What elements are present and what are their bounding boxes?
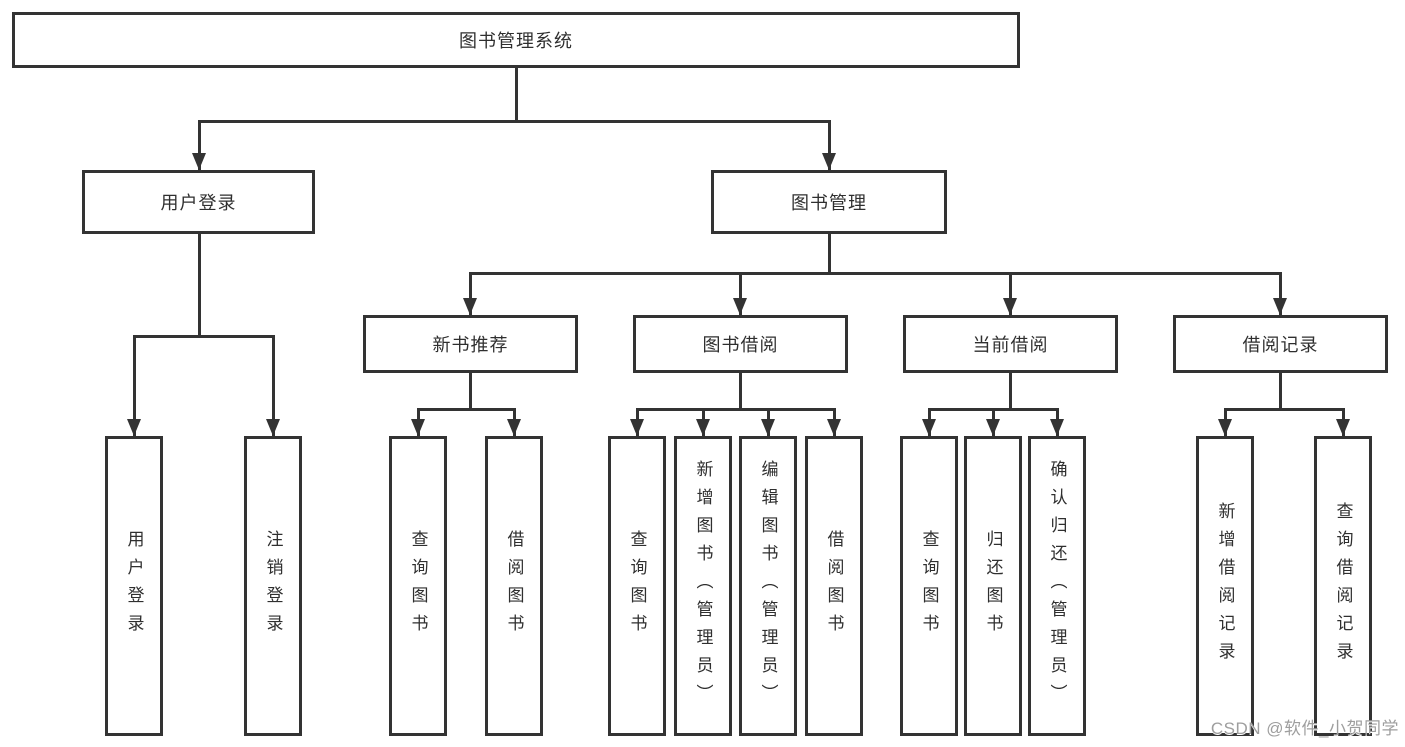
node-label: 确认归还（管理员） [1047, 460, 1067, 712]
arrowhead [1003, 298, 1017, 315]
arrowhead [922, 419, 936, 436]
node-label: 用户登录 [160, 193, 237, 213]
connector-line [198, 120, 831, 123]
arrowhead [127, 419, 141, 436]
node-book-management: 图书管理 [711, 170, 947, 234]
leaf-user-login: 用户登录 [105, 436, 163, 736]
connector-line [1224, 408, 1345, 411]
node-root: 图书管理系统 [12, 12, 1020, 68]
node-label: 注销登录 [263, 530, 283, 642]
node-label: 借阅记录 [1242, 335, 1319, 355]
connector-line [272, 335, 275, 436]
connector-line [1009, 272, 1012, 315]
connector-line [828, 120, 831, 170]
leaf-borrow-book-borrow: 借阅图书 [805, 436, 863, 736]
arrowhead [986, 419, 1000, 436]
watermark: CSDN @软件_小贺同学 [1210, 719, 1399, 738]
node-label: 用户登录 [124, 530, 144, 642]
node-label: 新书推荐 [432, 335, 509, 355]
leaf-add-borrow-record: 新增借阅记录 [1196, 436, 1254, 736]
node-label: 查询借阅记录 [1333, 502, 1353, 670]
node-label: 借阅图书 [824, 530, 844, 642]
arrowhead [1336, 419, 1350, 436]
connector-line [198, 120, 201, 170]
connector-line [739, 272, 742, 315]
connector-line [1279, 272, 1282, 315]
arrowhead [696, 419, 710, 436]
node-label: 当前借阅 [972, 335, 1049, 355]
connector-line [828, 234, 831, 272]
arrowhead [411, 419, 425, 436]
arrowhead [266, 419, 280, 436]
node-label: 借阅图书 [504, 530, 524, 642]
leaf-query-borrow-record: 查询借阅记录 [1314, 436, 1372, 736]
connector-line [515, 68, 518, 120]
leaf-confirm-return-admin: 确认归还（管理员） [1028, 436, 1086, 736]
connector-line [1009, 373, 1012, 408]
arrowhead [507, 419, 521, 436]
arrowhead [463, 298, 477, 315]
node-label: 编辑图书（管理员） [758, 460, 778, 712]
node-user-login: 用户登录 [82, 170, 315, 234]
arrowhead [630, 419, 644, 436]
arrowhead [822, 153, 836, 170]
node-current-borrow: 当前借阅 [903, 315, 1118, 373]
leaf-return-book: 归还图书 [964, 436, 1022, 736]
node-label: 查询图书 [627, 530, 647, 642]
connector-line [469, 373, 472, 408]
arrowhead [1050, 419, 1064, 436]
leaf-borrow-book-newrec: 借阅图书 [485, 436, 543, 736]
leaf-query-book-borrow: 查询图书 [608, 436, 666, 736]
node-label: 图书管理 [791, 193, 867, 213]
node-borrow-records: 借阅记录 [1173, 315, 1388, 373]
connector-line [133, 335, 275, 338]
node-label: 归还图书 [983, 530, 1003, 642]
arrowhead [1218, 419, 1232, 436]
node-new-book-recommend: 新书推荐 [363, 315, 578, 373]
arrowhead [733, 298, 747, 315]
node-label: 查询图书 [408, 530, 428, 642]
node-label: 新增借阅记录 [1215, 502, 1235, 670]
connector-line [133, 335, 136, 436]
node-label: 查询图书 [919, 530, 939, 642]
arrowhead [827, 419, 841, 436]
connector-line [469, 272, 1282, 275]
arrowhead [761, 419, 775, 436]
leaf-query-book-newrec: 查询图书 [389, 436, 447, 736]
leaf-logout: 注销登录 [244, 436, 302, 736]
connector-line [1279, 373, 1282, 408]
leaf-query-book-curr: 查询图书 [900, 436, 958, 736]
node-label: 图书管理系统 [459, 31, 573, 51]
connector-line [417, 408, 516, 411]
connector-line [469, 272, 472, 315]
arrowhead [1273, 298, 1287, 315]
leaf-edit-book-admin: 编辑图书（管理员） [739, 436, 797, 736]
node-book-borrow: 图书借阅 [633, 315, 848, 373]
node-label: 新增图书（管理员） [693, 460, 713, 712]
connector-line [739, 373, 742, 408]
node-label: 图书借阅 [702, 335, 779, 355]
connector-line [198, 234, 201, 335]
leaf-add-book-admin: 新增图书（管理员） [674, 436, 732, 736]
connector-line [636, 408, 836, 411]
arrowhead [192, 153, 206, 170]
